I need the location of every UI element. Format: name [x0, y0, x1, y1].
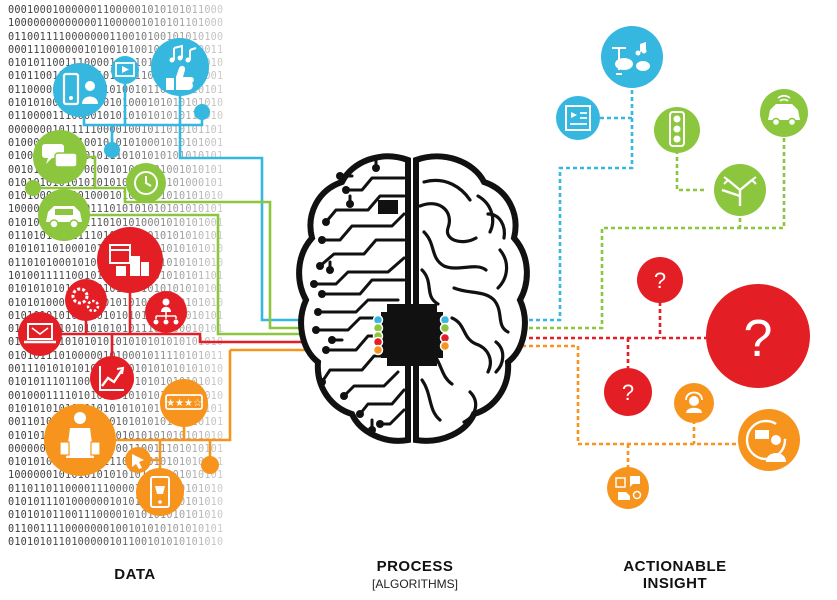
- brain: [296, 153, 530, 444]
- calendar-buildings-icon: [97, 227, 163, 293]
- blue-dashed-connector: [445, 80, 634, 322]
- binary-line: 1000000000000011000001010101101000: [8, 18, 224, 30]
- insight-label-line2: INSIGHT: [642, 575, 708, 592]
- trend-chart-icon: [90, 356, 134, 400]
- drum-kit-icon: [601, 26, 663, 88]
- green-connector: [33, 186, 378, 330]
- binary-line: 0101101010101010101011100000010101: [8, 324, 224, 336]
- music-like-icon: [151, 38, 209, 96]
- orange-node: [201, 456, 219, 474]
- binary-line: 0100001110101010101010101010101010: [8, 337, 224, 349]
- binary-line: 0011010101010101010101010101010101: [8, 417, 224, 429]
- green-dashed-connector: [675, 150, 706, 192]
- org-chart-icon: [145, 291, 187, 333]
- binary-line: 1000000101010101010101010101010101: [8, 470, 224, 482]
- video-list-icon: [556, 96, 600, 140]
- question-small-icon: ?: [604, 368, 652, 416]
- binary-line: 0101010110011100001010101010101010: [8, 510, 224, 522]
- traffic-light-icon: [654, 107, 700, 153]
- binary-line: 0101011101000000101010101010101010: [8, 496, 224, 508]
- brain-circuit-hemisphere: [296, 153, 411, 444]
- car-icon: [38, 189, 90, 241]
- brain-organic-hemisphere: [413, 153, 530, 444]
- payment-person-icon: [738, 409, 800, 471]
- binary-line: 0101010101010101010101010101010101: [8, 310, 224, 322]
- social-media-icon: [607, 467, 649, 509]
- binary-line: 0101011100011110101010001010101001: [8, 217, 224, 229]
- phone-contacts-icon: [53, 63, 107, 117]
- binary-line: 0101010101010101010101010101010101: [8, 284, 224, 296]
- binary-line: 0101010001101010101010101010101010: [8, 297, 224, 309]
- insight-label: ACTIONABLE INSIGHT: [610, 558, 740, 592]
- cursor-click-icon: [125, 447, 151, 473]
- binary-data-background: 0001000100000011000001010101011000 100000…: [8, 4, 270, 549]
- data-icons: ★★★☆: [18, 38, 219, 516]
- gears-icon: [65, 279, 107, 321]
- svg-text:?: ?: [622, 380, 634, 405]
- binary-line: 1000000000000111010101010101010101: [8, 204, 224, 216]
- binary-line: 0110011110000000110010100101010100: [8, 31, 224, 43]
- data-label-title: DATA: [114, 566, 156, 583]
- binary-line: 0000000000000110000110011101010101: [8, 443, 224, 455]
- binary-line: 0001000100000011000001010101011000: [8, 5, 224, 16]
- data-label: DATA: [95, 566, 175, 583]
- binary-line: 0101010011000000101000101010101010: [8, 98, 224, 110]
- green-dashed-connector: [445, 130, 786, 330]
- blue-node: [194, 104, 210, 120]
- binary-line: 0101010110100000101100101010101010: [8, 536, 224, 548]
- processor-chip: [381, 304, 443, 366]
- laptop-email-icon: [18, 312, 62, 356]
- binary-line: 0101010101010101110101010101010101: [8, 457, 224, 469]
- process-label-subtitle: [ALGORITHMS]: [371, 577, 458, 591]
- binary-line: 0001110000001010010100101101000011: [8, 44, 224, 56]
- chat-bubbles-icon: [33, 130, 87, 184]
- binary-line: 0101010101010101010101010101010101: [8, 403, 224, 415]
- insight-icons: ? ? ?: [556, 26, 810, 509]
- video-player-icon: [111, 56, 139, 84]
- green-connector: [64, 213, 378, 336]
- orange-connector: [80, 350, 232, 442]
- svg-text:?: ?: [654, 268, 666, 293]
- clock-icon: [126, 163, 166, 203]
- binary-line: 0000000101111100001001011010101101: [8, 124, 224, 136]
- green-node: [25, 180, 41, 196]
- star-rating-icon: ★★★☆: [160, 379, 208, 427]
- blue-node: [104, 142, 120, 158]
- binary-line: 0101011101000001010001011110101011: [8, 350, 224, 362]
- svg-text:★★★☆: ★★★☆: [166, 398, 202, 409]
- insight-label-line1: ACTIONABLE: [623, 558, 727, 575]
- process-label-title: PROCESS: [376, 558, 454, 575]
- binary-line: 0101000010101000101010101010101010: [8, 191, 224, 203]
- binary-line: 0010101010100000101010101001010101: [8, 164, 224, 176]
- binary-line: 0110000010110101010010110101010101: [8, 84, 224, 96]
- shopper-icon: [44, 404, 116, 476]
- chip-ports: [372, 314, 451, 356]
- binary-line: 0110110110000111000010101010101010: [8, 483, 224, 495]
- mobile-shopping-icon: [136, 468, 184, 516]
- question-large-icon: ?: [706, 284, 810, 388]
- binary-line: 0110011110000000100101010101010101: [8, 523, 224, 535]
- route-arrows-icon: [714, 164, 766, 216]
- process-label: PROCESS [ALGORITHMS]: [360, 558, 470, 591]
- binary-line: 0101010101010101010001010101000101: [8, 177, 224, 189]
- autonomous-car-icon: [760, 89, 808, 137]
- question-icon: ?: [637, 257, 683, 303]
- support-agent-icon: [674, 383, 714, 423]
- red-connector: [30, 332, 378, 344]
- binary-line: 0110000111000010101010101010110010: [8, 111, 224, 123]
- svg-text:?: ?: [744, 310, 773, 368]
